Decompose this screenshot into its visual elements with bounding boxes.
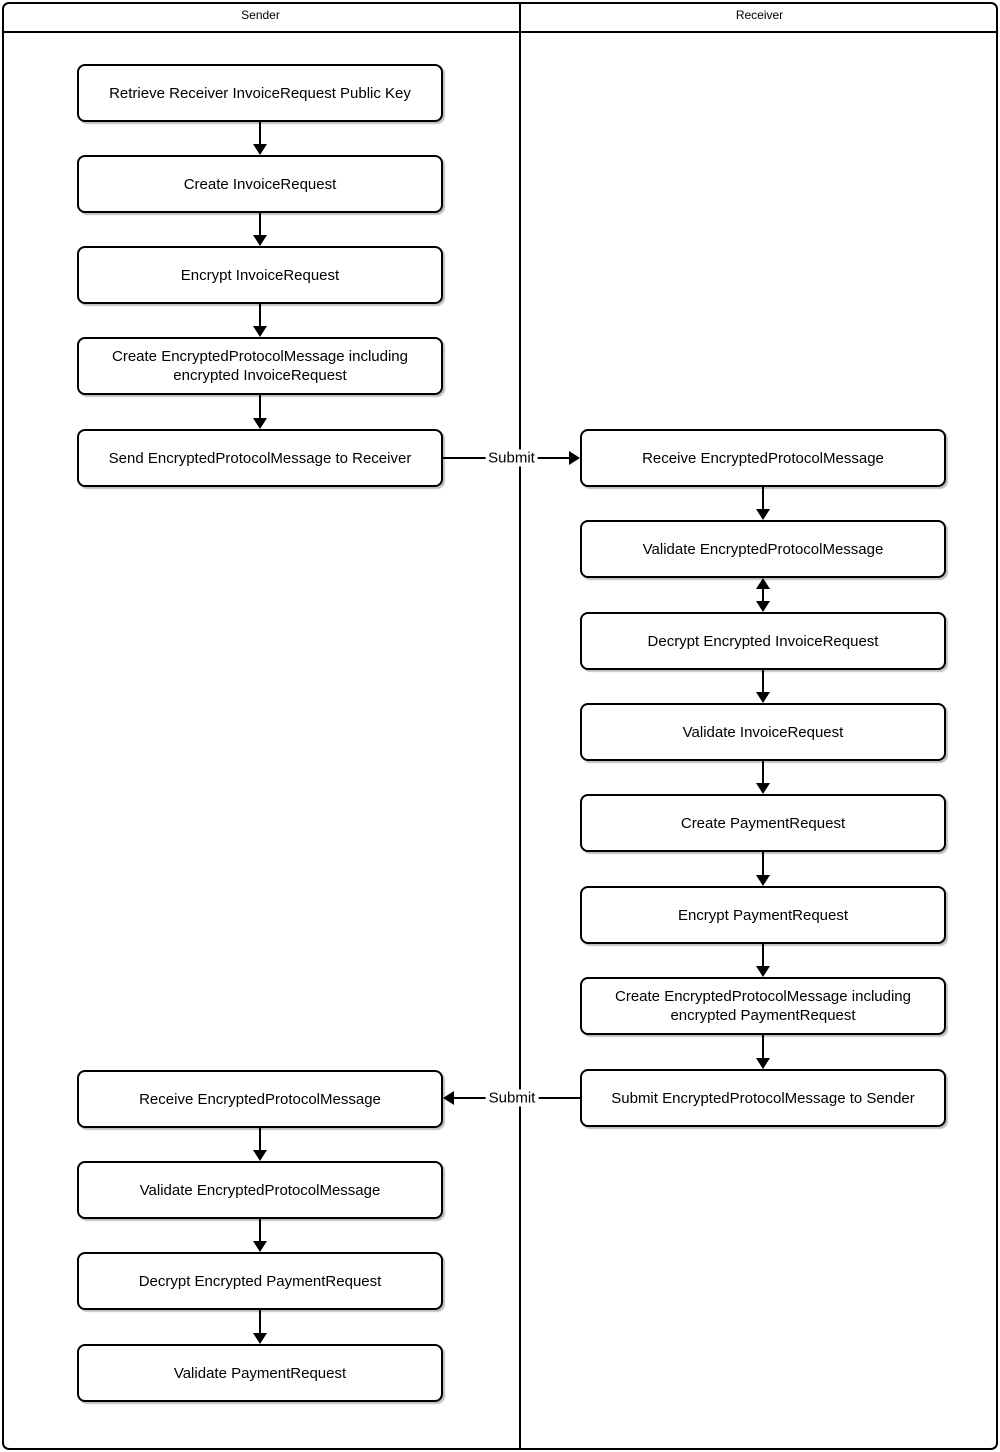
lane-divider — [519, 2, 521, 1450]
node-encrypt-invoicerequest: Encrypt InvoiceRequest — [77, 246, 443, 304]
submit-arrow-to-sender: Submit — [443, 1089, 581, 1107]
node-encrypt-paymentrequest: Encrypt PaymentRequest — [580, 886, 946, 944]
header-separator — [2, 31, 998, 33]
node-create-epm-invoicerequest: Create EncryptedProtocolMessage includin… — [77, 337, 443, 395]
node-retrieve-public-key: Retrieve Receiver InvoiceRequest Public … — [77, 64, 443, 122]
lane-header-sender: Sender — [241, 8, 280, 22]
node-sender-validate-epm: Validate EncryptedProtocolMessage — [77, 1161, 443, 1219]
arrow-down-icon — [253, 1310, 267, 1344]
arrow-down-icon — [253, 395, 267, 429]
arrow-double-vertical-icon — [756, 578, 770, 612]
arrow-down-icon — [756, 852, 770, 886]
arrow-down-icon — [253, 1128, 267, 1161]
node-receiver-validate-epm: Validate EncryptedProtocolMessage — [580, 520, 946, 578]
lane-header-receiver: Receiver — [735, 8, 784, 22]
submit-edge-label: Submit — [485, 1089, 539, 1107]
node-validate-invoicerequest: Validate InvoiceRequest — [580, 703, 946, 761]
node-create-epm-paymentrequest: Create EncryptedProtocolMessage includin… — [580, 977, 946, 1035]
node-receiver-receive-epm: Receive EncryptedProtocolMessage — [580, 429, 946, 487]
node-create-invoicerequest: Create InvoiceRequest — [77, 155, 443, 213]
arrow-down-icon — [756, 1035, 770, 1069]
node-submit-epm-to-sender: Submit EncryptedProtocolMessage to Sende… — [580, 1069, 946, 1127]
node-decrypt-invoicerequest: Decrypt Encrypted InvoiceRequest — [580, 612, 946, 670]
node-send-epm-to-receiver: Send EncryptedProtocolMessage to Receive… — [77, 429, 443, 487]
arrow-down-icon — [253, 122, 267, 155]
arrow-down-icon — [253, 213, 267, 246]
arrow-right-icon — [569, 451, 580, 465]
arrow-down-icon — [756, 670, 770, 703]
node-validate-paymentrequest: Validate PaymentRequest — [77, 1344, 443, 1402]
node-sender-receive-epm: Receive EncryptedProtocolMessage — [77, 1070, 443, 1128]
node-create-paymentrequest: Create PaymentRequest — [580, 794, 946, 852]
submit-edge-label: Submit — [485, 449, 538, 467]
arrow-down-icon — [756, 944, 770, 977]
submit-arrow-to-receiver: Submit — [443, 449, 580, 467]
arrow-left-icon — [443, 1091, 454, 1105]
arrow-down-icon — [756, 487, 770, 520]
arrow-down-icon — [253, 1219, 267, 1252]
arrow-down-icon — [756, 761, 770, 794]
arrow-down-icon — [253, 304, 267, 337]
node-decrypt-paymentrequest: Decrypt Encrypted PaymentRequest — [77, 1252, 443, 1310]
